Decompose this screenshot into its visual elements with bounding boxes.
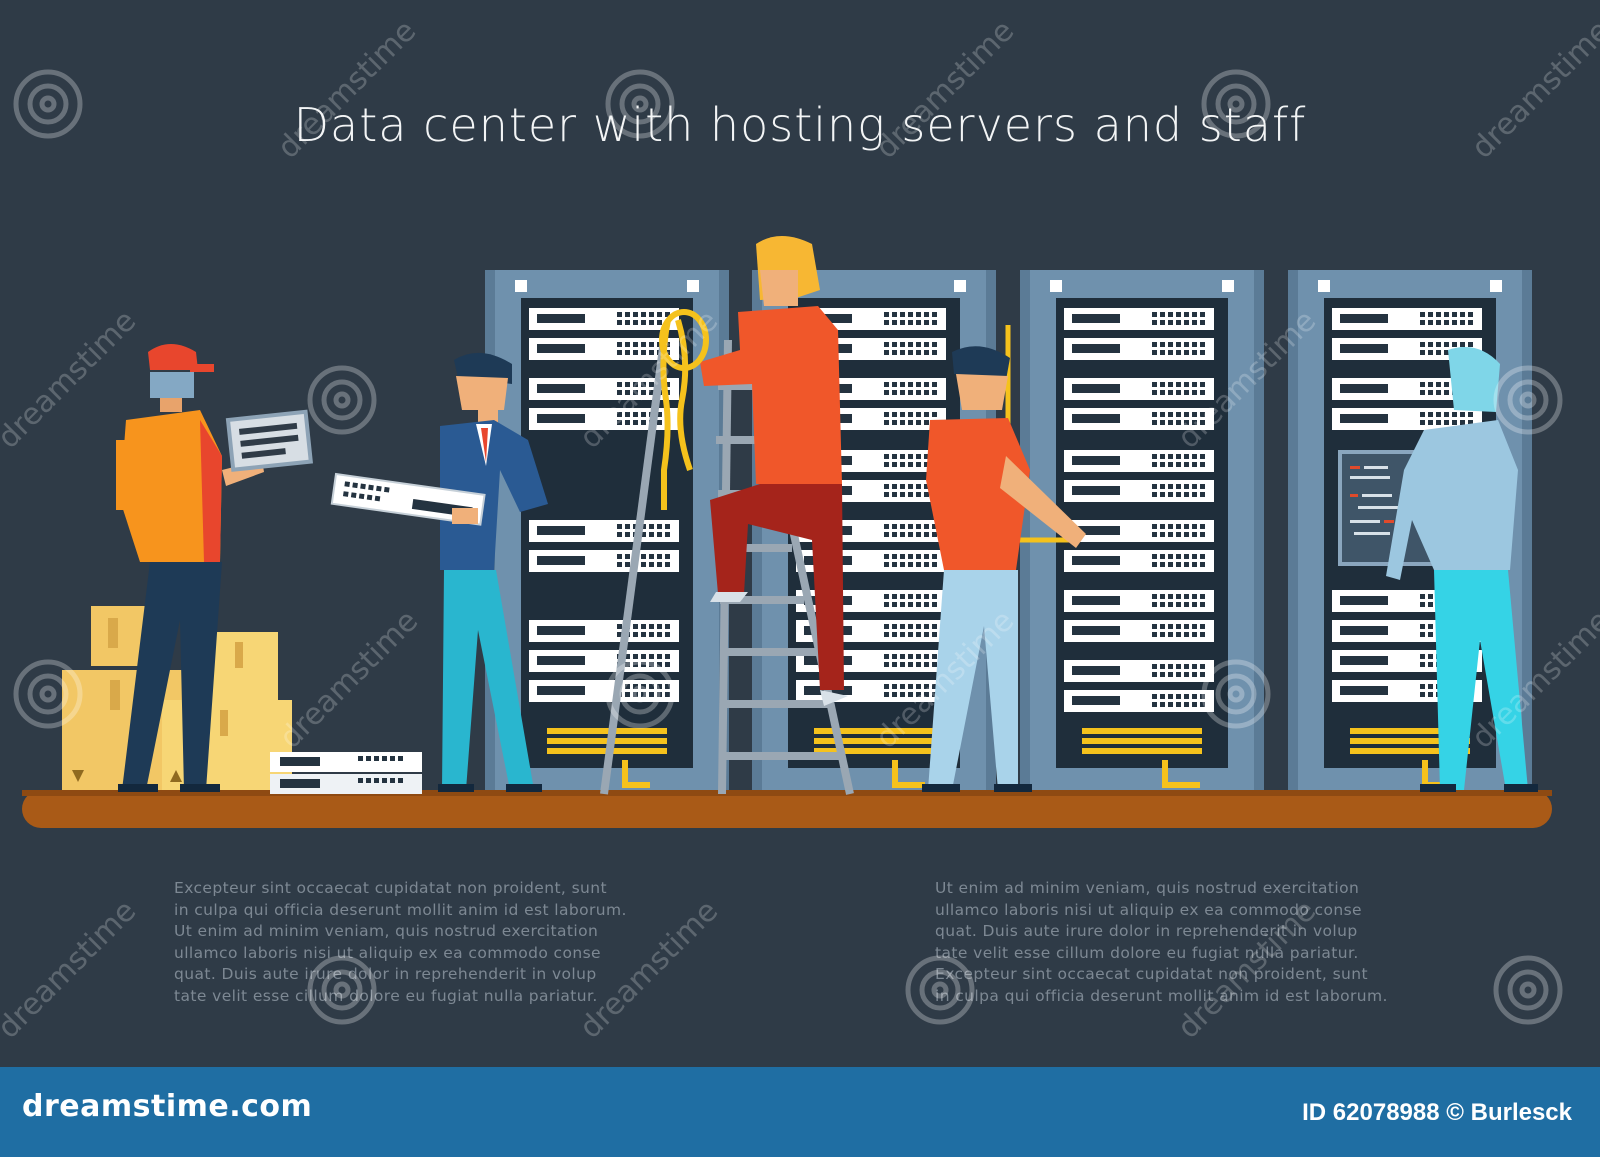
person-technician-on-ladder <box>659 236 848 706</box>
image-id-credit: ID 62078988 © Burlesck <box>1302 1099 1572 1126</box>
person-engineer-plugging-cable <box>922 346 1086 792</box>
person-courier-with-tablet <box>116 344 313 792</box>
person-operator-at-console <box>1386 347 1538 792</box>
page-title: Data center with hosting servers and sta… <box>293 98 1307 152</box>
server-rack-1 <box>485 270 729 790</box>
floor <box>22 790 1552 828</box>
body-text-left: Excepteur sint occaecat cupidatat non pr… <box>174 879 627 1005</box>
person-manager-with-server <box>330 352 548 792</box>
footer-bar: dreamstime.com ID 62078988 © Burlesck <box>0 1067 1600 1157</box>
server-unit-on-floor <box>270 752 422 794</box>
body-text-right: Ut enim ad minim veniam, quis nostrud ex… <box>935 879 1388 1005</box>
footer-brand-logo[interactable]: dreamstime.com <box>22 1089 313 1124</box>
